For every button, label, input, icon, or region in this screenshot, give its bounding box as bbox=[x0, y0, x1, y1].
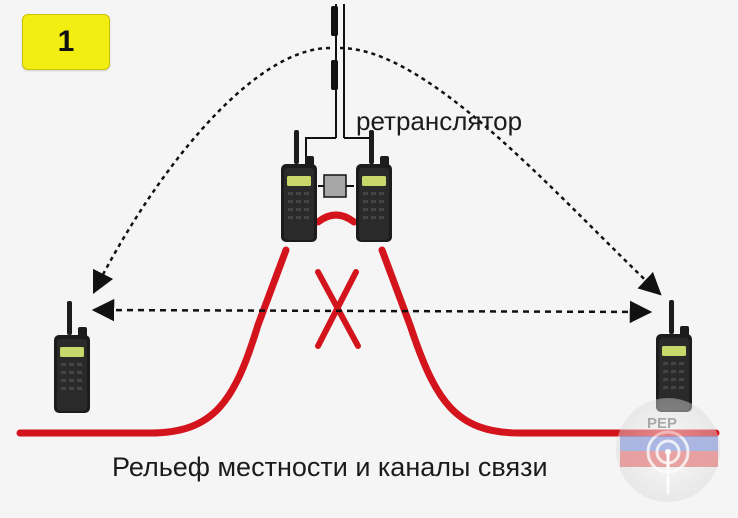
flag-badge-icon bbox=[616, 398, 720, 502]
watermark-label: РЕР bbox=[647, 415, 678, 432]
right-radio-icon bbox=[656, 300, 692, 412]
antenna-icon bbox=[331, 4, 345, 138]
repeater-link-left-arrow bbox=[92, 46, 331, 295]
figure-number: 1 bbox=[57, 25, 75, 58]
repeater-link-arc bbox=[314, 211, 358, 226]
duplexer-icon bbox=[323, 174, 347, 198]
terrain-relief-line bbox=[16, 246, 720, 437]
direct-link-arrow bbox=[91, 298, 653, 324]
left-radio-icon bbox=[54, 301, 90, 413]
repeater-radio-a-icon bbox=[281, 130, 317, 242]
repeater-radio-b-icon bbox=[356, 130, 392, 242]
diagram-caption: Рельеф местности и каналы связи bbox=[112, 452, 548, 482]
cross-icon bbox=[315, 269, 361, 349]
figure-number-badge: 1 bbox=[22, 14, 110, 70]
repeater-label: ретранслятор bbox=[356, 106, 523, 136]
